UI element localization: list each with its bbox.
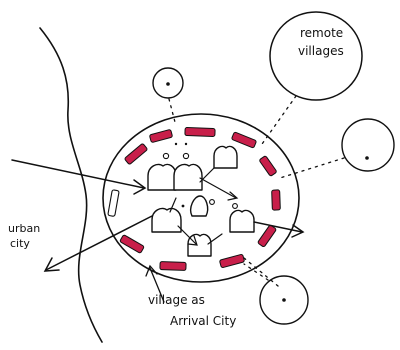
ring-dash xyxy=(259,156,277,177)
arched-house-icon xyxy=(174,164,202,190)
remote-villages-label-line1: remote xyxy=(300,26,343,40)
ring-dash xyxy=(120,235,145,254)
arched-house-icon xyxy=(214,146,237,168)
remote-village-right xyxy=(342,119,394,171)
ring-dash xyxy=(185,127,215,136)
arched-house-icon xyxy=(191,196,208,216)
ring-dash xyxy=(124,143,148,165)
village-label-line1: village as xyxy=(148,293,205,307)
remote-villages-label-line2: villages xyxy=(298,44,344,58)
ring-dash xyxy=(272,190,281,210)
remote-connections xyxy=(169,96,344,286)
houses xyxy=(148,146,254,256)
arched-house-icon xyxy=(152,208,181,232)
ring-dash xyxy=(149,129,172,142)
village-label-line2: Arrival City xyxy=(170,314,236,328)
remote-village-dots xyxy=(166,82,369,302)
arched-house-icon xyxy=(148,164,176,190)
ring-dash xyxy=(257,225,276,248)
arched-house-icon xyxy=(188,234,211,256)
urban-city-boundary xyxy=(40,28,102,342)
ring-entry-gap xyxy=(108,190,119,217)
ring-dash xyxy=(160,262,186,271)
urban-city-label-line1: urban xyxy=(8,222,40,235)
ring-dash xyxy=(219,254,244,268)
urban-city-label-line2: city xyxy=(10,237,30,250)
arrow-village-outward xyxy=(254,222,303,237)
ring-dash xyxy=(231,132,256,148)
arched-house-icon xyxy=(230,210,254,232)
